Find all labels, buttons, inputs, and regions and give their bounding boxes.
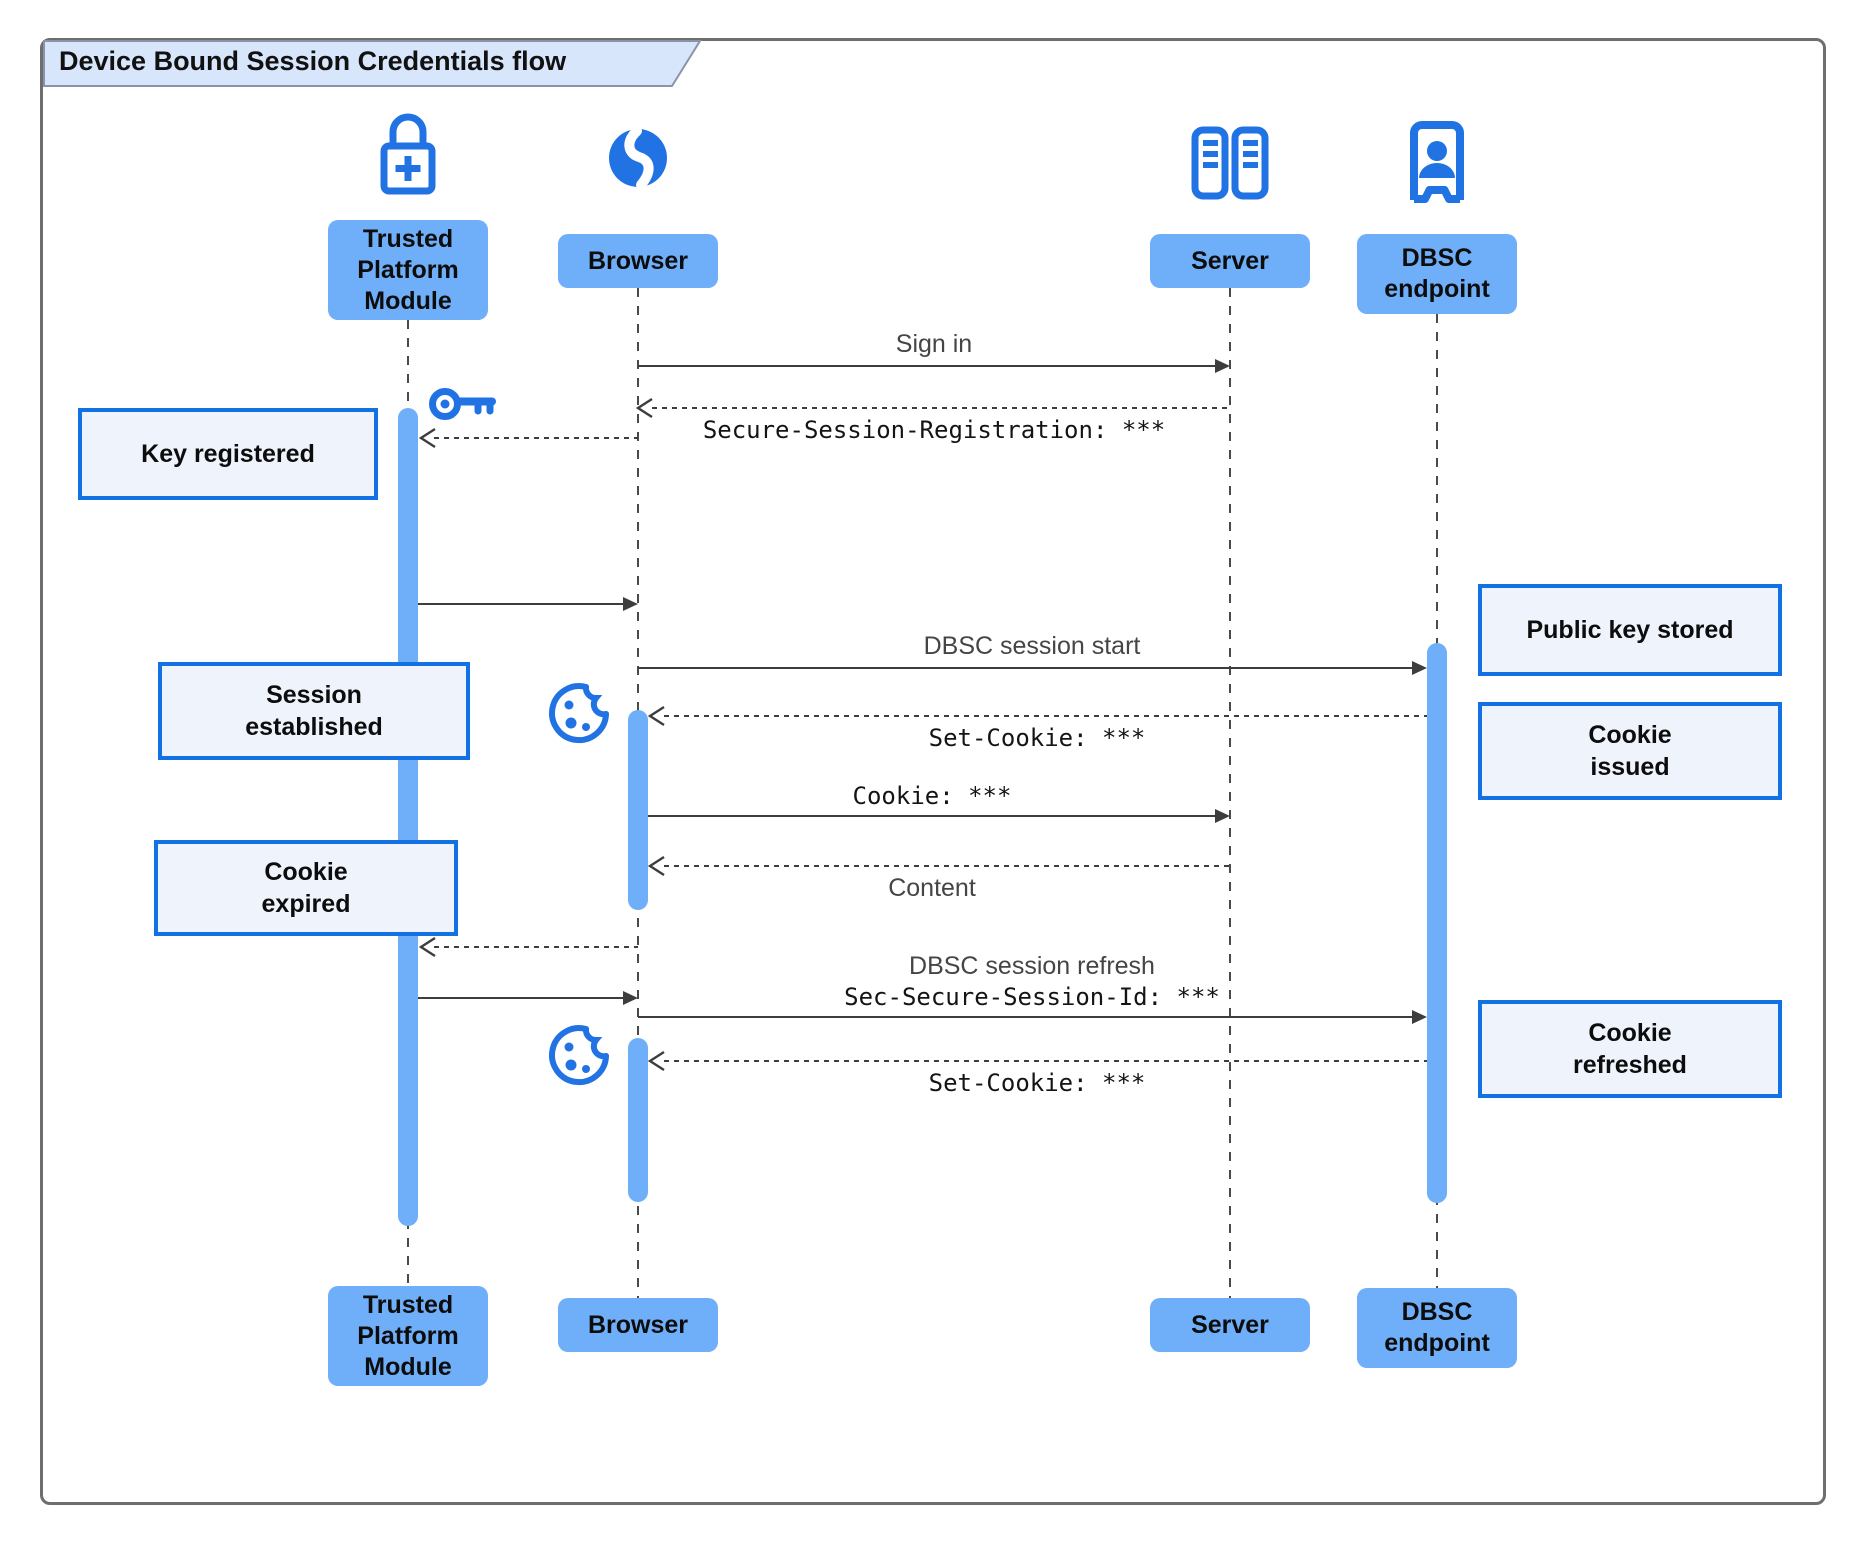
message-line-cookie [648, 815, 1216, 817]
message-label: Secure-Session-Registration: *** [702, 416, 1166, 444]
actor-tpm-bottom: Trusted Platform Module [328, 1286, 488, 1386]
arrowhead [1215, 809, 1230, 823]
message-label: Sign in [895, 330, 973, 358]
actor-server-bottom: Server [1150, 1298, 1310, 1352]
activation-bar-browser-1 [628, 710, 648, 910]
diagram-title-tab: Device Bound Session Credentials flow [43, 40, 703, 88]
message-line-dbsc-session-refresh [638, 1016, 1413, 1018]
open-arrowhead [636, 397, 653, 419]
message-label: Sec-Secure-Session-Id: *** [844, 983, 1220, 1011]
arrowhead [623, 991, 638, 1005]
open-arrowhead [648, 855, 665, 877]
actor-dbsc-top: DBSC endpoint [1357, 234, 1517, 314]
message-line-key-registered-ack [418, 603, 624, 605]
note-key-registered: Key registered [78, 408, 378, 500]
message-label: Cookie: *** [852, 782, 1012, 810]
page-title: Device Bound Session Credentials flow [59, 46, 567, 76]
actor-browser-bottom: Browser [558, 1298, 718, 1352]
message-label: DBSC session refresh [909, 952, 1155, 980]
cookie-icon [549, 1025, 609, 1086]
message-line-set-cookie-2 [664, 1060, 1427, 1062]
open-arrowhead [648, 705, 665, 727]
key-icon [429, 388, 496, 420]
actor-dbsc-bottom: DBSC endpoint [1357, 1288, 1517, 1368]
actor-tpm-top: Trusted Platform Module [328, 220, 488, 320]
activation-bar-tpm [398, 408, 418, 1226]
arrowhead [623, 597, 638, 611]
title-tab-shape [43, 40, 702, 87]
message-line-key-register [434, 437, 638, 439]
message-label: Set-Cookie: *** [928, 1069, 1146, 1097]
note-public-key-stored: Public key stored [1478, 584, 1782, 676]
message-line-content [664, 865, 1230, 867]
lock-plus-icon [380, 113, 436, 195]
message-label: Set-Cookie: *** [928, 724, 1146, 752]
arrowhead [1215, 359, 1230, 373]
diagram-border [40, 38, 1826, 1505]
message-line-session-registration [652, 407, 1230, 409]
arrowhead [1412, 1010, 1427, 1024]
message-label: Content [888, 874, 976, 902]
note-cookie-issued: Cookie issued [1478, 702, 1782, 800]
door-person-icon [1410, 121, 1464, 203]
note-session-established: Session established [158, 662, 470, 760]
actor-server-top: Server [1150, 234, 1310, 288]
cookie-icon [549, 683, 609, 744]
server-rack-icon [1191, 126, 1269, 200]
message-line-refresh-sign [418, 997, 624, 999]
arrowhead [1412, 661, 1427, 675]
message-line-dbsc-session-start [638, 667, 1413, 669]
actor-browser-top: Browser [558, 234, 718, 288]
activation-bar-dbsc [1427, 643, 1447, 1203]
message-line-set-cookie-1 [664, 715, 1427, 717]
message-line-cookie-expired-notify [434, 946, 638, 948]
message-line-sign-in [638, 365, 1216, 367]
open-arrowhead [419, 936, 436, 958]
activation-bar-browser-2 [628, 1038, 648, 1202]
open-arrowhead [648, 1050, 665, 1072]
open-arrowhead [419, 427, 436, 449]
note-cookie-refreshed: Cookie refreshed [1478, 1000, 1782, 1098]
note-cookie-expired: Cookie expired [154, 840, 458, 936]
message-label: DBSC session start [923, 632, 1141, 660]
lifeline-server [1229, 288, 1231, 1298]
globe-icon [609, 126, 667, 190]
